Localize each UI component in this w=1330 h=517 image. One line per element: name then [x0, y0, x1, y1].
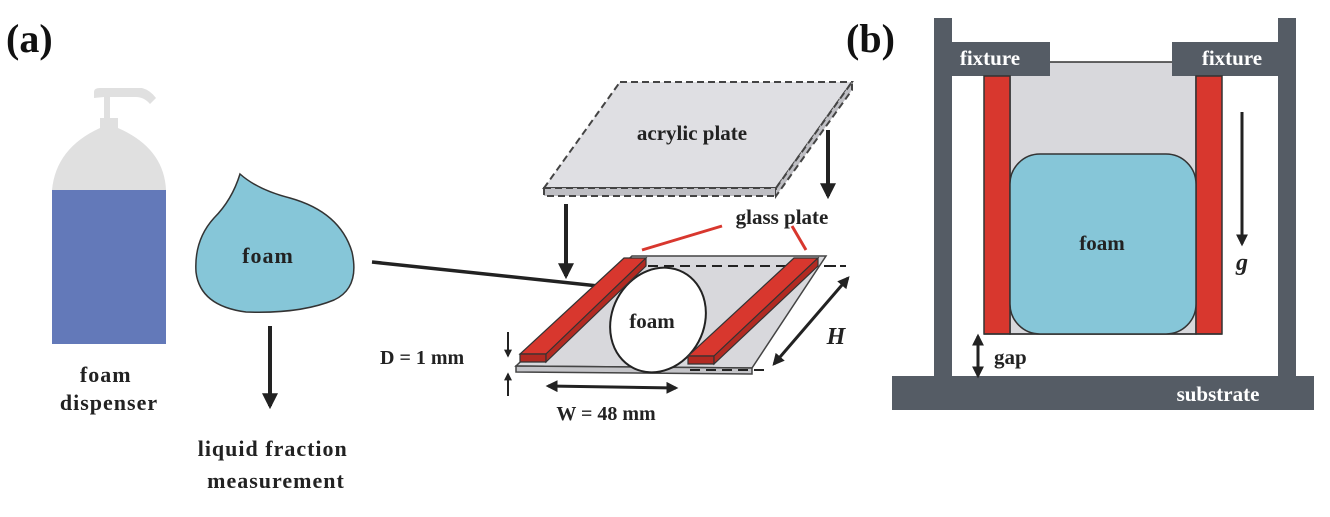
dispenser-pump-icon: [52, 88, 166, 190]
gap-label: gap: [994, 345, 1027, 369]
gravity-label: g: [1235, 250, 1248, 276]
w-arrow: [545, 380, 679, 394]
dispenser-label: foam dispenser: [60, 362, 158, 415]
glass-leader-left: [641, 224, 723, 252]
left-red-spacer-b: [983, 75, 1011, 335]
right-post: [1278, 18, 1296, 382]
substrate-bar: [892, 376, 1314, 410]
foam-blob: [195, 172, 355, 313]
left-red-spacer: [518, 256, 648, 364]
foam-block-label: foam: [1079, 231, 1125, 255]
measurement-label: liquid fraction measurement: [198, 436, 355, 493]
h-arrow: [772, 276, 850, 366]
transfer-arrow: [371, 260, 639, 296]
acrylic-label: acrylic plate: [637, 121, 747, 145]
d-dimension-label: D = 1 mm: [380, 347, 465, 369]
substrate-label: substrate: [1177, 382, 1260, 406]
cell-foam: [609, 266, 707, 374]
dispenser-body: [52, 190, 166, 344]
panel-a-label: (a): [6, 16, 53, 61]
w-dimension-label: W = 48 mm: [556, 403, 656, 425]
left-post: [934, 18, 952, 382]
foam-blob-label: foam: [242, 243, 294, 268]
acrylic-plate: [542, 78, 854, 200]
glass-label: glass plate: [736, 205, 829, 229]
glass-leader-right: [790, 225, 808, 251]
foam-block: [1009, 153, 1197, 335]
cell-foam-label: foam: [629, 309, 675, 333]
right-fixture: [1172, 42, 1296, 76]
panel-b-label: (b): [846, 16, 895, 61]
foam-dispenser: [52, 88, 166, 344]
left-fixture: [934, 42, 1050, 76]
fixture-right-label: fixture: [1202, 46, 1262, 70]
fixture-left-label: fixture: [960, 46, 1020, 70]
right-red-spacer-b: [1195, 75, 1223, 335]
h-dimension-label: H: [826, 324, 847, 350]
